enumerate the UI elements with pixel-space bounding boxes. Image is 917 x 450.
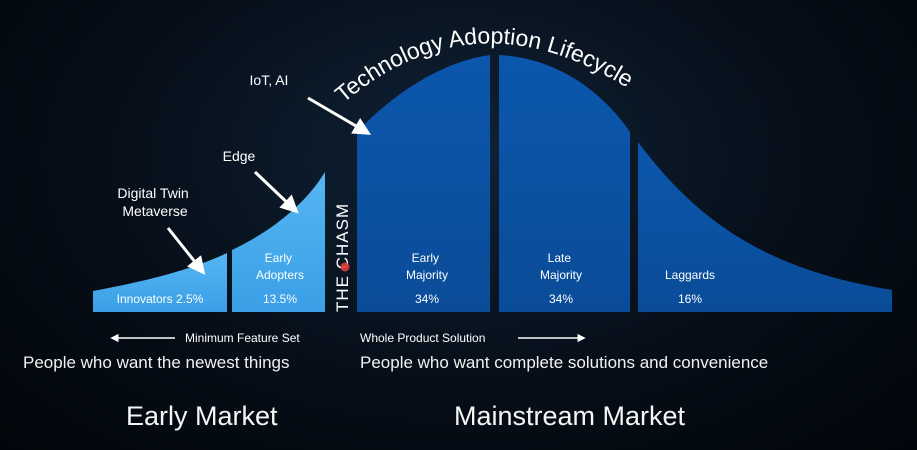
right-caption: People who want complete solutions and c… [360,353,769,372]
segment-late-majority [499,55,630,312]
left-caption: People who want the newest things [23,353,290,372]
early-adopters-label-line1: Early [265,251,292,265]
chasm-label: THE CHASM [333,203,352,312]
early-market-label: Early Market [126,401,278,431]
annotation-iot-ai: IoT, AI [250,72,289,88]
annotation-digital-twin-line1: Digital Twin [117,185,188,201]
innovators-label: Innovators 2.5% [117,292,204,306]
late-majority-label: Late Majority [540,251,582,282]
late-majority-label-line2: Majority [540,268,582,282]
segment-laggards [638,142,892,312]
arrow-iot-ai [307,96,372,135]
early-majority-percent: 34% [415,292,439,306]
laggards-label: Laggards [665,268,715,282]
minimum-feature-set-label: Minimum Feature Set [185,331,300,345]
chasm-marker [340,262,350,272]
mainstream-market-label: Mainstream Market [454,401,686,431]
early-adopters-percent: 13.5% [263,292,297,306]
arrow-edge [253,170,299,214]
late-majority-percent: 34% [549,292,573,306]
early-majority-label-line2: Majority [406,268,448,282]
annotation-digital-twin-line2: Metaverse [122,203,188,219]
segment-early-adopters [232,172,325,312]
whole-product-solution-label: Whole Product Solution [360,331,485,345]
annotation-edge: Edge [223,148,256,164]
laggards-percent: 16% [678,292,702,306]
segment-early-majority [357,55,490,312]
late-majority-label-line1: Late [548,251,572,265]
early-adopters-label-line2: Adopters [256,268,304,282]
annotation-digital-twin: Digital Twin Metaverse [117,185,192,219]
early-majority-label-line1: Early [412,251,439,265]
early-majority-label: Early Majority [406,251,448,282]
arrow-digital-twin [166,227,206,275]
early-adopters-label: Early Adopters [256,251,304,282]
